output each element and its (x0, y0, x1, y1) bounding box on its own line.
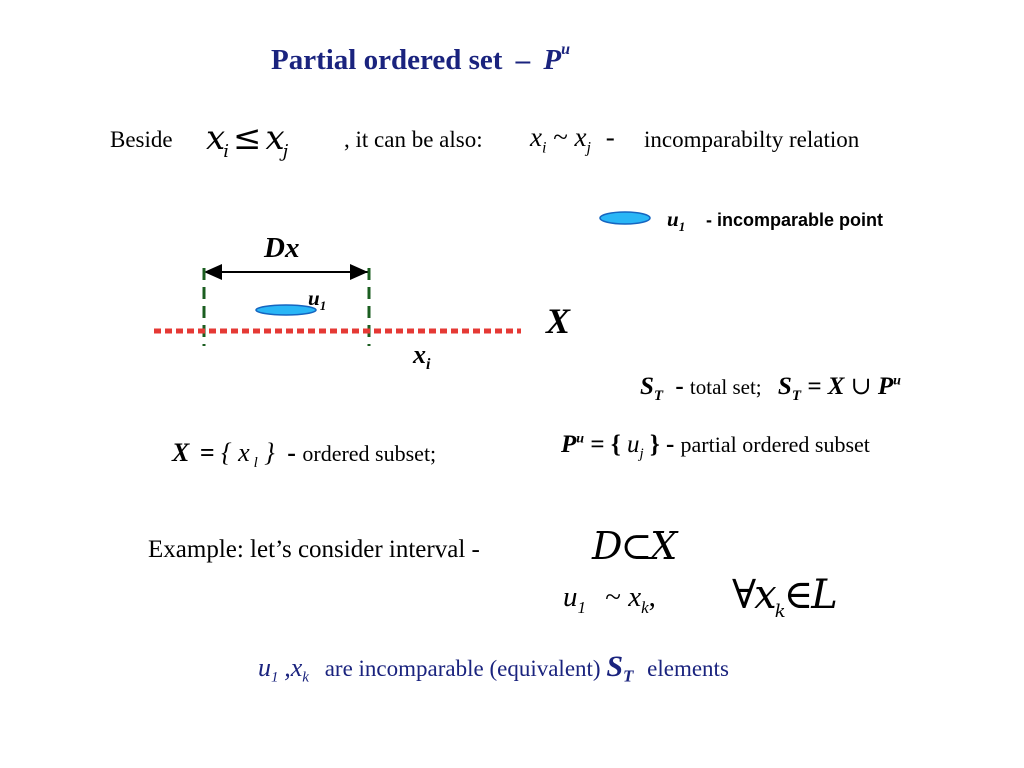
concl-k: k (302, 669, 309, 686)
title-dash: – (515, 44, 531, 76)
pu-eq: = { (590, 431, 621, 458)
st-t2: T (791, 388, 801, 404)
line1-i: i (541, 139, 547, 157)
rel-x2: x (265, 118, 284, 158)
x-open: { (221, 438, 232, 467)
legend-ellipse (599, 211, 651, 225)
line1-xi: x (530, 122, 542, 152)
legend-text: - incomparable point (706, 210, 884, 230)
diagram-u: u (308, 286, 320, 310)
title-u: u (561, 41, 571, 59)
st-p: P (877, 373, 894, 400)
x-x: X (172, 438, 190, 467)
u1-comma: , (648, 581, 656, 613)
st-cup: ∪ (850, 373, 872, 400)
legend-u1: u1 (667, 207, 686, 235)
line1-tilde: ~ (553, 122, 568, 152)
st-s: S (640, 373, 654, 400)
example-text: Example: let’s consider interval - (148, 536, 480, 563)
pu-close: } - (649, 431, 675, 458)
u1-tilde: ~ (605, 581, 621, 613)
line1-dash: - (605, 122, 615, 152)
st-s2: S (777, 373, 792, 400)
beside-label: Beside (110, 127, 173, 152)
slide-title: Partial ordered set – Pu (271, 41, 571, 77)
u1-sub: 1 (577, 597, 587, 617)
st-u: u (893, 373, 901, 389)
x-set-label: X (546, 301, 571, 341)
xi-tilde-xj: xi ~ xj - (530, 122, 615, 157)
pu-p: P (561, 431, 577, 458)
x-l: l (253, 455, 258, 472)
diagram-u-sub: 1 (319, 298, 327, 314)
concl-comma-x: ,x (284, 653, 303, 682)
st-definition: ST - total set; ST = X ∪ Pu (640, 371, 901, 404)
u1-k: k (641, 597, 649, 617)
line1-tail: incomparabilty relation (644, 127, 860, 152)
line1-middle: , it can be also: (344, 127, 483, 152)
title-p: P (543, 44, 562, 76)
diagram-xi: x (413, 340, 426, 369)
rel-x1: x (206, 118, 225, 158)
forall-x: ∀x (732, 572, 777, 618)
pu-u: u (576, 431, 585, 447)
concl-text1: are incomparable (equivalent) (324, 656, 601, 681)
concl-u: u (258, 653, 271, 682)
x-close: } (264, 438, 275, 467)
u1-u: u (563, 581, 578, 613)
line1-j: j (586, 139, 591, 157)
u1-point (255, 304, 317, 316)
st-t: T (653, 388, 664, 404)
st-eq: = X (807, 373, 845, 400)
forall-rest: ∈L (783, 572, 838, 618)
u1-x: x (628, 581, 642, 613)
legend-sub: 1 (678, 219, 686, 235)
concl-sub1: 1 (271, 669, 279, 686)
pu-uj: u (626, 431, 640, 458)
rel-i: i (223, 140, 229, 162)
pu-j: j (639, 446, 644, 462)
x-x-lower: x (238, 438, 250, 467)
forall-formula: ∀xk∈L (732, 572, 838, 621)
x-dash: - (287, 438, 296, 467)
pu-definition: Pu = { uj } - partial ordered subset (561, 431, 870, 462)
example-formula: D⊂X (592, 524, 677, 568)
st-text: total set; (689, 375, 762, 399)
dx-label: Dx (264, 232, 300, 264)
title-main: Partial ordered set (271, 44, 503, 76)
x-eq: = (199, 438, 215, 467)
rel-le: ≤ (232, 118, 261, 158)
xi-label: xi (413, 340, 431, 374)
legend-u: u (667, 207, 679, 231)
concl-text2: elements (647, 656, 729, 681)
line1-xj: x (574, 122, 587, 152)
conclusion: u1 ,xk are incomparable (equivalent) ST … (258, 650, 729, 686)
pu-text: partial ordered subset (680, 432, 870, 457)
interval-diagram (154, 264, 521, 346)
forall-k: k (774, 601, 786, 622)
u1-relation: u1 ~ xk, (563, 581, 656, 617)
concl-s: S (606, 650, 624, 683)
concl-t: T (623, 666, 634, 686)
rel-j: j (282, 140, 288, 162)
relation-formula: xi≤xj (206, 118, 288, 160)
diagram-u1: u1 (308, 286, 327, 314)
st-dash: - (675, 373, 684, 400)
diagram-xi-sub: i (426, 356, 431, 374)
x-text: ordered subset; (302, 441, 437, 466)
